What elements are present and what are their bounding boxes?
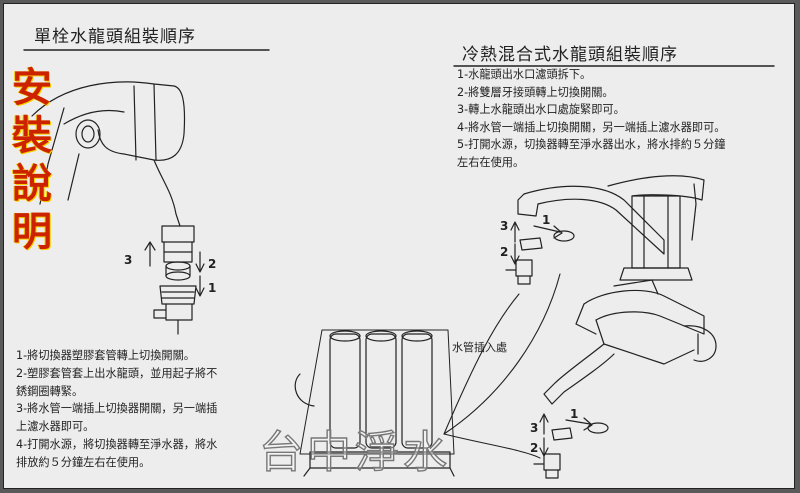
installation-illustration bbox=[23, 49, 775, 479]
diagram-number: 2 bbox=[208, 257, 217, 271]
wall-mixer-drawing bbox=[533, 279, 717, 479]
step-line: 左右在使用。 bbox=[457, 155, 525, 169]
step-line: 4-將水管一端插上切換開關，另一端插上濾水器即可。 bbox=[457, 120, 726, 134]
mixer-faucet-title: 冷熱混合式水龍頭組裝順序 bbox=[462, 45, 678, 65]
side-label-char: 說 bbox=[12, 160, 52, 207]
single-faucet-drawing bbox=[31, 81, 197, 335]
side-label-char: 裝 bbox=[12, 112, 52, 159]
instruction-sheet: 單栓水龍頭組裝順序 冷熱混合式水龍頭組裝順序 安 裝 說 明 1-水龍頭出水口濾… bbox=[3, 3, 795, 489]
side-label-char: 明 bbox=[12, 208, 52, 255]
diagram-number: 1 bbox=[570, 407, 579, 421]
step-line: 3-轉上水龍頭出水口處旋緊即可。 bbox=[457, 103, 625, 116]
diagram-number: 3 bbox=[500, 219, 509, 233]
water-filter-drawing bbox=[294, 329, 455, 477]
step-line: 上濾水器即可。 bbox=[16, 420, 95, 434]
step-line: 3-將水管一端插上切換器開關，另一端插 bbox=[16, 402, 218, 416]
step-line: 1-水龍頭出水口濾頭拆下。 bbox=[457, 68, 592, 81]
side-label-char: 安 bbox=[12, 64, 52, 111]
step-line: 5-打開水源，切換器轉至淨水器出水，將水排約５分鐘 bbox=[457, 138, 726, 151]
installation-instructions-label: 安 裝 說 明 bbox=[12, 64, 52, 256]
hose-inlet-callout: 水管插入處 bbox=[452, 341, 507, 354]
diagram-number: 3 bbox=[124, 253, 133, 267]
diagram-number: 2 bbox=[500, 245, 509, 259]
mixer-faucet-steps: 1-水龍頭出水口濾頭拆下。 2-將雙層牙接頭轉上切換開關。 3-轉上水龍頭出水口… bbox=[457, 66, 725, 171]
step-line: 2-將雙層牙接頭轉上切換開關。 bbox=[457, 85, 614, 99]
diagram-number: 1 bbox=[208, 281, 217, 295]
diagram-number: 2 bbox=[530, 441, 539, 455]
diagram-number: 3 bbox=[530, 421, 539, 435]
single-faucet-steps: 1-將切換器塑膠套管轉上切換開關。 2-塑膠套管套上出水龍頭，並用起子將不 銹鋼… bbox=[16, 347, 217, 472]
step-line: 2-塑膠套管套上出水龍頭，並用起子將不 bbox=[16, 366, 218, 380]
step-line: 1-將切換器塑膠套管轉上切換開關。 bbox=[16, 349, 195, 362]
watermark: 台中淨水 bbox=[258, 426, 451, 478]
diagram-number: 1 bbox=[542, 213, 551, 227]
step-line: 銹鋼圈轉緊。 bbox=[16, 384, 84, 398]
single-faucet-title: 單栓水龍頭組裝順序 bbox=[34, 27, 196, 47]
mixer-faucet-drawing bbox=[505, 175, 705, 285]
step-line: 排放約５分鐘左右在使用。 bbox=[16, 455, 151, 469]
step-line: 4-打開水源，將切換器轉至淨水器，將水 bbox=[16, 437, 218, 451]
